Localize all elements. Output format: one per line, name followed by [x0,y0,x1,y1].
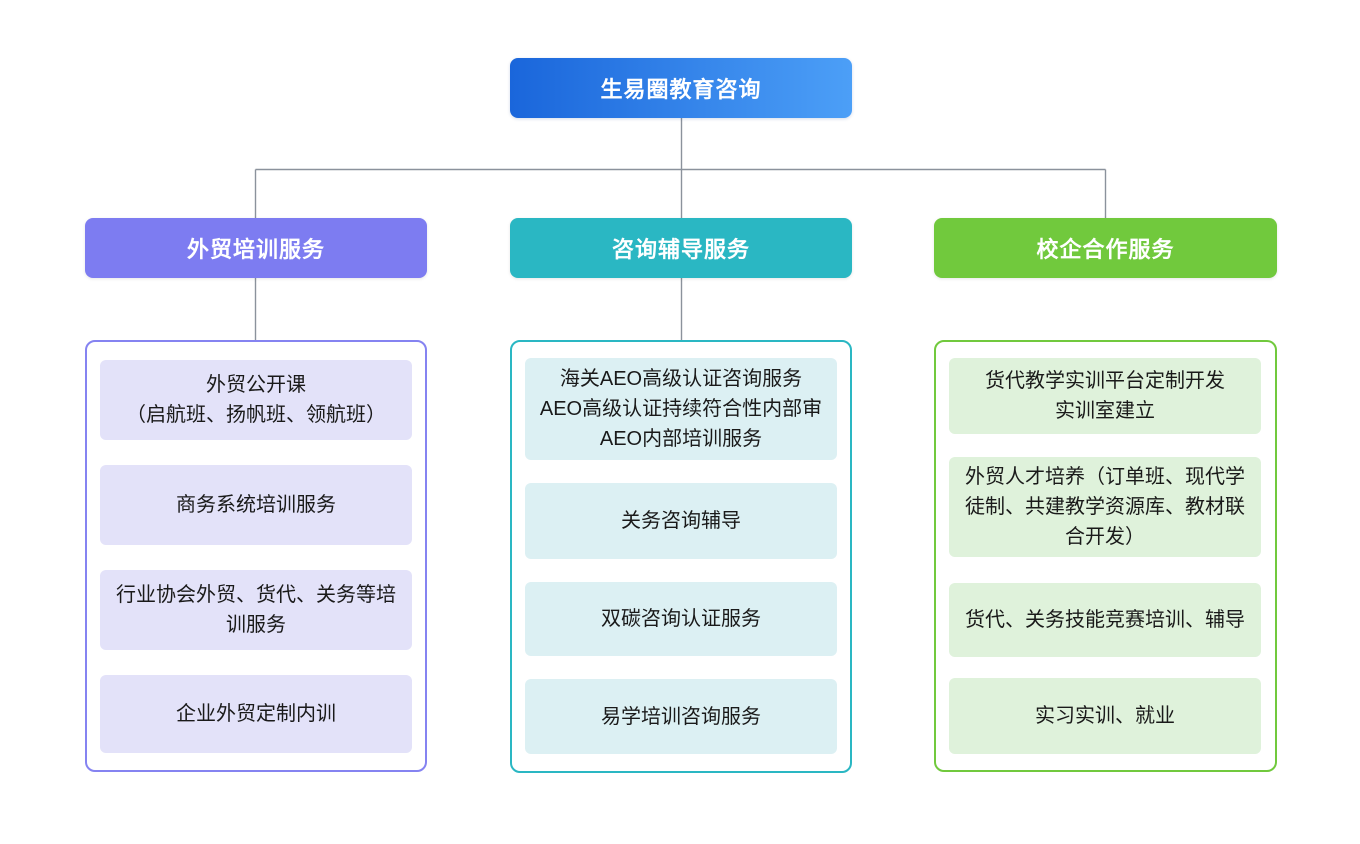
leaf-node: 货代教学实训平台定制开发 实训室建立 [949,358,1261,434]
branch-header-trade-training: 外贸培训服务 [85,218,427,278]
leaf-node: 双碳咨询认证服务 [525,582,837,656]
leaf-node: 行业协会外贸、货代、关务等培 训服务 [100,570,412,650]
leaf-node: 易学培训咨询服务 [525,679,837,754]
leaf-node: 外贸人才培养（订单班、现代学 徒制、共建教学资源库、教材联 合开发） [949,457,1261,557]
branch-group-trade-training: 外贸公开课 （启航班、扬帆班、领航班） 商务系统培训服务 行业协会外贸、货代、关… [85,340,427,772]
branch-group-school-enterprise: 货代教学实训平台定制开发 实训室建立 外贸人才培养（订单班、现代学 徒制、共建教… [934,340,1277,772]
leaf-node: 海关AEO高级认证咨询服务 AEO高级认证持续符合性内部审 AEO内部培训服务 [525,358,837,460]
leaf-node: 企业外贸定制内训 [100,675,412,753]
leaf-node: 货代、关务技能竞赛培训、辅导 [949,583,1261,657]
root-node-label: 生易圈教育咨询 [600,77,762,102]
leaf-node: 关务咨询辅导 [525,483,837,559]
root-node: 生易圈教育咨询 [510,58,852,118]
branch-header-school-enterprise: 校企合作服务 [934,218,1277,278]
branch-group-consulting: 海关AEO高级认证咨询服务 AEO高级认证持续符合性内部审 AEO内部培训服务 … [510,340,852,773]
branch-header-label: 外贸培训服务 [186,237,325,262]
leaf-node: 实习实训、就业 [949,678,1261,754]
leaf-node: 商务系统培训服务 [100,465,412,545]
branch-header-consulting: 咨询辅导服务 [510,218,852,278]
leaf-node: 外贸公开课 （启航班、扬帆班、领航班） [100,360,412,440]
branch-header-label: 咨询辅导服务 [611,237,750,262]
branch-header-label: 校企合作服务 [1036,237,1175,262]
